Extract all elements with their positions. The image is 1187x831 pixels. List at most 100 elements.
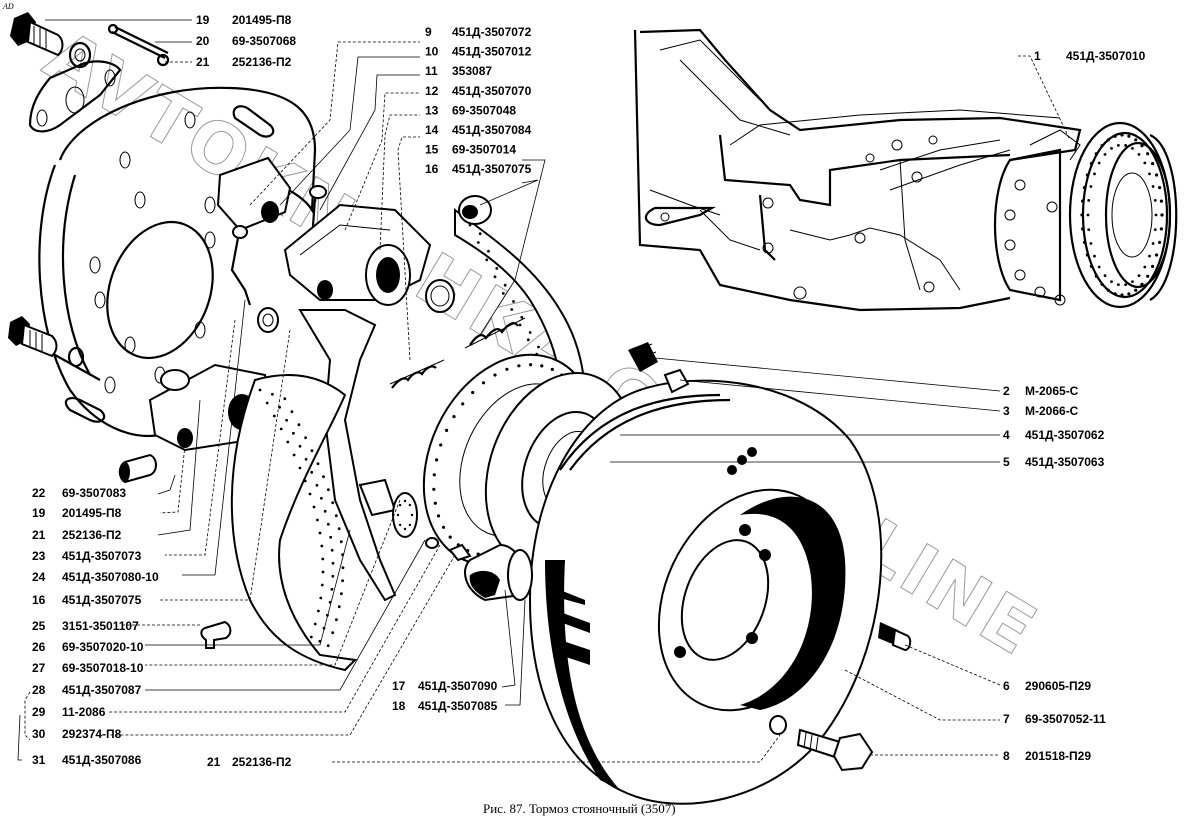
cap-16 bbox=[458, 195, 492, 225]
rivet-dot bbox=[334, 514, 338, 518]
callout-number: 26 bbox=[32, 640, 46, 654]
rivet-dot bbox=[339, 540, 343, 544]
callout-part-code: 252136-П2 bbox=[232, 755, 292, 769]
rivet-dot bbox=[520, 315, 524, 319]
callout-number: 20 bbox=[196, 34, 210, 48]
rivet-dot bbox=[1124, 283, 1127, 286]
rivet-dot bbox=[1143, 265, 1147, 269]
rivet-dot bbox=[1094, 152, 1098, 156]
rivet-dot bbox=[320, 496, 323, 500]
callout-part-code: 69-3507083 bbox=[62, 486, 126, 500]
callout-number: 13 bbox=[425, 103, 439, 117]
rivet-dot bbox=[1089, 162, 1093, 166]
rivet-dot bbox=[320, 544, 324, 548]
rivet-dot bbox=[297, 423, 301, 427]
callout-part-code: 252136-П2 bbox=[62, 528, 122, 542]
callout-part-code: 252136-П2 bbox=[232, 55, 292, 69]
callout-number: 17 bbox=[392, 679, 406, 693]
pin-22 bbox=[118, 453, 157, 484]
rivet-dot bbox=[1159, 199, 1163, 203]
rivet-dot bbox=[313, 622, 317, 626]
callout-part-code: 69-3507018-10 bbox=[62, 661, 144, 675]
callout-part-code: 201518-П29 bbox=[1025, 749, 1091, 763]
rivet-dot bbox=[550, 367, 554, 371]
rivet-dot bbox=[1140, 144, 1144, 148]
callout-part-code: 451Д-3507012 bbox=[452, 45, 532, 59]
callout-part-code: 451Д-3507070 bbox=[452, 84, 532, 98]
rivet-dot bbox=[510, 308, 514, 311]
rivet-dot bbox=[318, 531, 322, 535]
callout-part-code: 451Д-3507085 bbox=[418, 699, 498, 713]
callout-part-code: 11-2086 bbox=[62, 705, 106, 719]
callout-part-code: 451Д-3507086 bbox=[62, 753, 142, 767]
rivet-dot bbox=[1124, 144, 1127, 147]
rivet-dot bbox=[1137, 274, 1141, 277]
rivet-dot bbox=[316, 518, 319, 522]
rivet-dot bbox=[326, 522, 330, 526]
callout-number: 9 bbox=[425, 25, 432, 39]
rivet-dot bbox=[1134, 288, 1138, 292]
screw-6 bbox=[878, 622, 912, 652]
rivet-dot bbox=[319, 596, 323, 600]
callout-part-code: 451Д-3507063 bbox=[1025, 455, 1105, 469]
rivet-dot bbox=[503, 283, 507, 287]
rivet-dot bbox=[298, 466, 302, 470]
rivet-dot bbox=[432, 473, 436, 477]
rivet-dot bbox=[445, 428, 449, 432]
rivet-dot bbox=[272, 414, 276, 418]
rivet-dot bbox=[279, 427, 283, 431]
rivet-dot bbox=[505, 367, 509, 371]
callout-18: 18 451Д-3507085 bbox=[392, 699, 498, 713]
rivet-dot bbox=[518, 323, 522, 327]
rivet-dot bbox=[315, 483, 319, 487]
rivet-dot bbox=[1097, 265, 1101, 269]
rivet-dot bbox=[1100, 282, 1104, 286]
rivet-dot bbox=[1158, 186, 1162, 190]
expander-upper bbox=[216, 156, 327, 306]
rivet-dot bbox=[495, 267, 499, 270]
callout-number: 16 bbox=[32, 593, 46, 607]
rivet-dot bbox=[433, 501, 437, 505]
rivet-dot bbox=[439, 443, 443, 447]
rivet-dot bbox=[529, 363, 533, 367]
rivet-dot bbox=[292, 431, 295, 435]
rivet-dot bbox=[310, 470, 314, 474]
callout-number: 18 bbox=[392, 699, 406, 713]
callout-number: 28 bbox=[32, 683, 46, 697]
brake-shoe-left bbox=[230, 374, 358, 672]
rivet-dot bbox=[537, 345, 540, 349]
rivet-dot bbox=[1093, 254, 1096, 258]
rivet-dot bbox=[1117, 144, 1120, 147]
rivet-dot bbox=[436, 514, 441, 518]
rivet-dot bbox=[398, 523, 402, 527]
axle-drum-rivets bbox=[1080, 133, 1164, 297]
callout-number: 3 bbox=[1003, 404, 1010, 418]
rivet-dot bbox=[1089, 264, 1093, 268]
shoe-left-rivets bbox=[258, 388, 345, 648]
rivet-dot bbox=[501, 292, 505, 295]
callout-number: 11 bbox=[425, 64, 438, 78]
rivet-dot bbox=[331, 561, 335, 565]
rivet-dot bbox=[1089, 242, 1093, 245]
rivet-dot bbox=[1153, 228, 1157, 232]
brake-drum bbox=[528, 379, 883, 805]
callout-number: 14 bbox=[425, 123, 439, 137]
pin-part-18 bbox=[425, 537, 472, 562]
callout-number: 29 bbox=[32, 705, 46, 719]
rivet-dot bbox=[1148, 254, 1151, 258]
rivet-dot bbox=[304, 457, 308, 461]
rivet-dot bbox=[1093, 172, 1096, 176]
rivet-dot bbox=[331, 631, 335, 635]
rivet-dot bbox=[1153, 199, 1157, 202]
